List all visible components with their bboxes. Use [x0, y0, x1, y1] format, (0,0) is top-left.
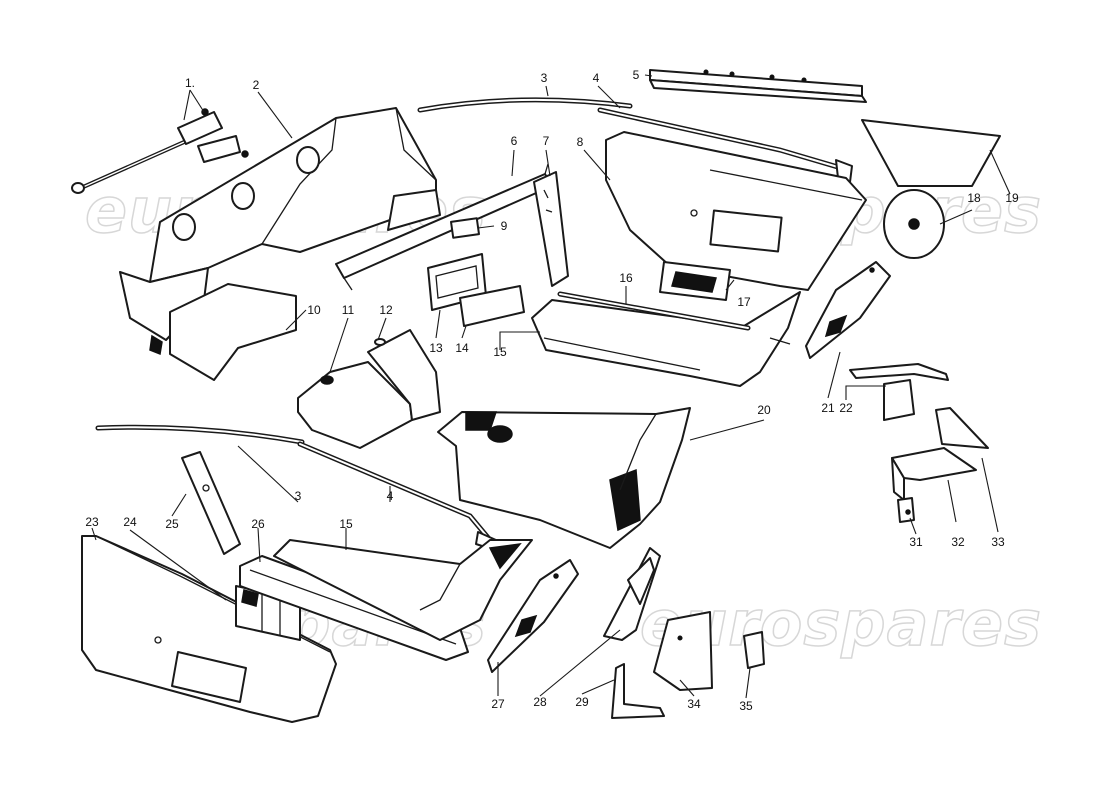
- label-31: 31: [909, 535, 923, 549]
- label-10: 10: [307, 303, 321, 317]
- label-28: 28: [533, 695, 547, 709]
- part-15-16-door-pocket: [531, 291, 801, 387]
- label-16: 16: [619, 271, 633, 285]
- label-5: 5: [633, 68, 640, 82]
- label-17: 17: [737, 295, 751, 309]
- part-22-handle: [849, 363, 949, 421]
- label-13: 13: [429, 341, 443, 355]
- label-18: 18: [967, 191, 981, 205]
- part-5-parcel-shelf: [649, 69, 867, 103]
- part-21-trim: [805, 261, 891, 359]
- label-26: 26: [251, 517, 265, 531]
- part-20-floor-console: [437, 407, 691, 549]
- part-3-top-rail: [417, 97, 633, 113]
- part-9-clip: [450, 217, 480, 239]
- label-20: 20: [757, 403, 771, 417]
- part-2-dashboard-panel: [119, 107, 441, 381]
- label-22: 22: [839, 401, 853, 415]
- label-23: 23: [85, 515, 99, 529]
- part-15-sill: [239, 539, 533, 661]
- label-4-lower: 4: [387, 489, 394, 503]
- part-27-trim: [487, 559, 579, 673]
- part-17-handle-bezel: [659, 261, 731, 301]
- leader-lines: [91, 74, 1011, 699]
- part-14-pad: [459, 285, 525, 327]
- label-21: 21: [821, 401, 835, 415]
- part-25-pillar-trim: [181, 451, 241, 555]
- part-18-disc: [883, 189, 945, 259]
- part-32-33-bracket: [891, 407, 989, 501]
- label-7: 7: [543, 134, 550, 148]
- label-15-lower: 15: [339, 517, 353, 531]
- label-2: 2: [253, 78, 260, 92]
- label-8: 8: [577, 135, 584, 149]
- label-1: 1.: [185, 76, 195, 90]
- label-29: 29: [575, 695, 589, 709]
- part-3-lower-rail: [95, 424, 305, 445]
- part-35-clip: [743, 631, 765, 669]
- part-34-box: [653, 611, 713, 691]
- label-27: 27: [491, 697, 505, 711]
- part-29-bracket: [611, 663, 665, 719]
- label-33: 33: [991, 535, 1005, 549]
- label-9: 9: [501, 219, 508, 233]
- part-7-pillar-trim: [533, 171, 569, 287]
- part-1-cable-bracket: [71, 108, 249, 194]
- label-3-top: 3: [541, 71, 548, 85]
- label-14: 14: [455, 341, 469, 355]
- label-32: 32: [951, 535, 965, 549]
- label-6: 6: [511, 134, 518, 148]
- label-35: 35: [739, 699, 753, 713]
- part-28-pillar: [603, 547, 661, 641]
- label-15-top: 15: [493, 345, 507, 359]
- label-24: 24: [123, 515, 137, 529]
- label-19: 19: [1005, 191, 1019, 205]
- label-34: 34: [687, 697, 701, 711]
- part-19-panel: [861, 119, 1001, 187]
- label-4-top: 4: [593, 71, 600, 85]
- part-labels: 1. 2 3 4 5 6 7 8 9 10 11 12 13 14 15 16 …: [85, 68, 1019, 713]
- label-3-lower: 3: [295, 489, 302, 503]
- label-12: 12: [379, 303, 393, 317]
- label-11: 11: [342, 303, 355, 317]
- label-25: 25: [165, 517, 179, 531]
- part-8-door-panel: [605, 131, 867, 291]
- part-11-12-console: [297, 329, 441, 449]
- part-31-clip: [897, 497, 915, 523]
